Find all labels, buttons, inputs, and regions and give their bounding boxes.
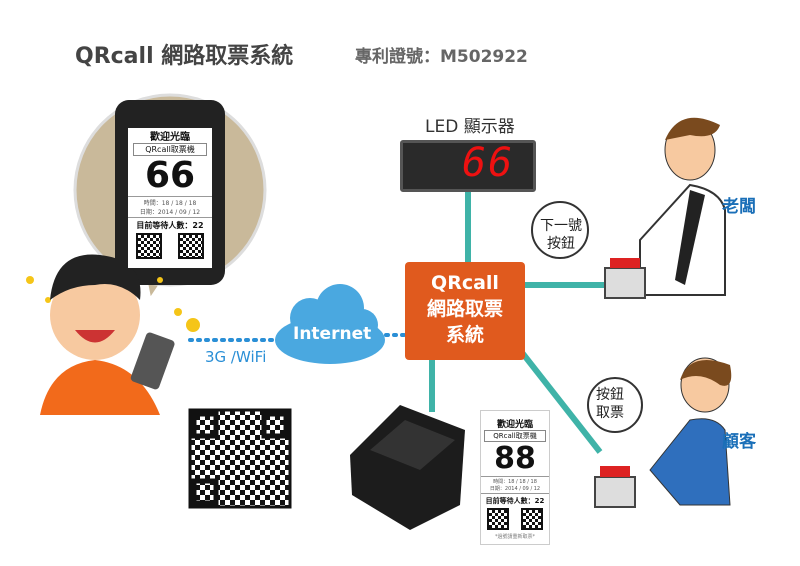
led-value: 66 [462,140,515,186]
cloud-label: Internet [293,324,372,344]
customer-speech: 按鈕 取票 [596,386,624,422]
core-line3: 系統 [445,324,484,346]
ticket-time: 時間：18 / 18 / 18 [493,479,537,485]
connectors [429,192,608,454]
ticket-welcome: 歡迎光臨 [496,420,533,430]
decor-dots [26,276,200,332]
customer-illustration [587,357,732,508]
core-system-box: QRcall 網路取票 系統 [405,262,525,360]
user-illustration [40,254,175,415]
ticket-date: 日期：2014 / 09 / 12 [139,209,201,216]
boss-label: 老闆 [722,197,756,217]
ticket-footer: *過號請重新取票* [494,534,535,540]
ticket-number: 66 [144,155,196,196]
ticket-welcome: 歡迎光臨 [150,132,190,143]
led-label: LED 顯示器 [425,117,515,137]
ticket-brand: QRcall取票機 [133,143,207,156]
core-line2: 網路取票 [426,298,503,320]
patent-number: 專利證號：M502922 [355,47,528,67]
customer-label: 顧客 [722,432,756,452]
ticket-waiting: 目前等待人數：22 [136,221,204,230]
core-line1: QRcall [431,272,499,294]
cloud-icon [275,284,385,364]
qr-code [136,233,162,259]
ticket-waiting: 目前等待人數：22 [485,497,545,505]
ticket-brand: QRcall取票機 [484,430,546,442]
phone-ticket: 歡迎光臨 QRcall取票機 66 時間：18 / 18 / 18 日期：2014… [128,128,212,268]
page-title: QRcall 網路取票系統 [75,44,294,69]
customer-speech-line1: 按鈕 [596,387,624,403]
qr-code [178,233,204,259]
boss-speech-line2: 按鈕 [547,236,575,252]
qr-code [487,508,509,530]
network-label: 3G /WiFi [205,348,267,366]
printer-illustration [350,405,465,530]
ticket-date: 日期：2014 / 09 / 12 [489,486,541,492]
wireless-line [188,333,407,342]
qr-code [188,408,292,509]
customer-speech-line2: 取票 [596,405,624,421]
ticket-time: 時間：18 / 18 / 18 [143,200,197,207]
boss-speech: 下一號 按鈕 [540,217,582,253]
qr-code [521,508,543,530]
ticket-number: 88 [494,441,536,476]
led-display [400,140,536,192]
boss-illustration [531,117,726,299]
boss-speech-line1: 下一號 [540,218,582,234]
